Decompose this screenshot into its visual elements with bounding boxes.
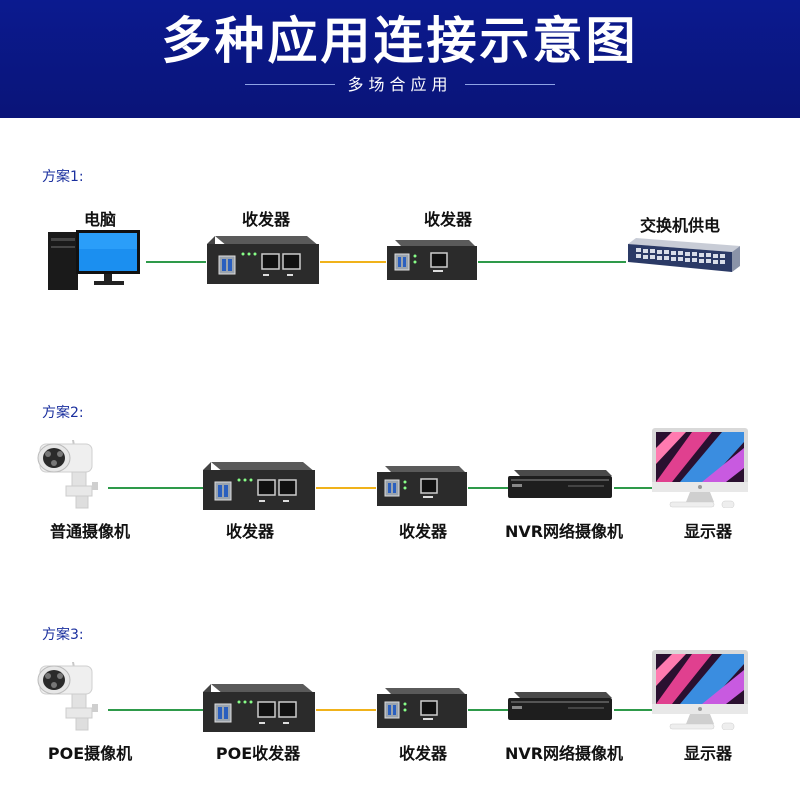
nvr-recorder-icon <box>508 692 612 720</box>
scheme-2-link-camera-converter <box>108 487 203 489</box>
scheme-2-converter-a-label: 收发器 <box>225 522 274 541</box>
scheme-2-label: 方案2: <box>42 405 84 421</box>
scheme-2-nvr-label: NVR网络摄像机 <box>504 522 624 541</box>
subtitle-divider-right <box>465 84 555 85</box>
scheme-2-converter-b-label: 收发器 <box>398 522 447 541</box>
page-title: 多种应用连接示意图 <box>161 12 639 70</box>
scheme-2-link-nvr-display <box>614 487 652 489</box>
scheme-1-link-computer-converter <box>146 261 206 263</box>
scheme-3-converter-a-label: POE收发器 <box>215 744 301 763</box>
scheme-2-camera-label: 普通摄像机 <box>49 522 130 541</box>
media-converter-single-port-icon <box>377 466 467 506</box>
scheme-3-nvr-label: NVR网络摄像机 <box>504 744 624 763</box>
scheme-1-label: 方案1: <box>42 169 84 185</box>
scheme-1-converter-b-label: 收发器 <box>423 210 472 229</box>
media-converter-single-port-icon <box>387 240 477 280</box>
scheme-3-camera-label: POE摄像机 <box>47 744 133 763</box>
bullet-camera-icon <box>37 661 99 731</box>
scheme-2-link-converter-nvr <box>468 487 508 489</box>
scheme-3-link-nvr-display <box>614 709 652 711</box>
imac-display-icon <box>652 428 748 508</box>
scheme-3-link-fiber <box>316 709 376 711</box>
scheme-1-link-converter-switch <box>478 261 626 263</box>
scheme-1-computer-label: 电脑 <box>83 210 116 229</box>
scheme-3-link-converter-nvr <box>468 709 508 711</box>
scheme-1-converter-a-label: 收发器 <box>241 210 290 229</box>
scheme-1-switch-label: 交换机供电 <box>639 216 720 235</box>
subtitle-divider-left <box>245 84 335 85</box>
media-converter-dual-port-icon <box>203 684 315 732</box>
bullet-camera-icon <box>37 439 99 509</box>
media-converter-single-port-icon <box>377 688 467 728</box>
imac-display-icon <box>652 650 748 730</box>
network-switch-icon <box>628 238 740 272</box>
media-converter-dual-port-icon <box>203 462 315 510</box>
scheme-2-display-label: 显示器 <box>683 522 732 541</box>
scheme-3-converter-b-label: 收发器 <box>398 744 447 763</box>
scheme-1-link-fiber <box>320 261 386 263</box>
scheme-3-display-label: 显示器 <box>683 744 732 763</box>
desktop-computer-icon <box>48 230 140 290</box>
media-converter-dual-port-icon <box>207 236 319 284</box>
scheme-3-label: 方案3: <box>42 627 84 643</box>
scheme-2-link-fiber <box>316 487 376 489</box>
header-banner <box>0 0 800 118</box>
page-subtitle: 多场合应用 <box>347 75 453 94</box>
scheme-3-link-camera-converter <box>108 709 203 711</box>
nvr-recorder-icon <box>508 470 612 498</box>
